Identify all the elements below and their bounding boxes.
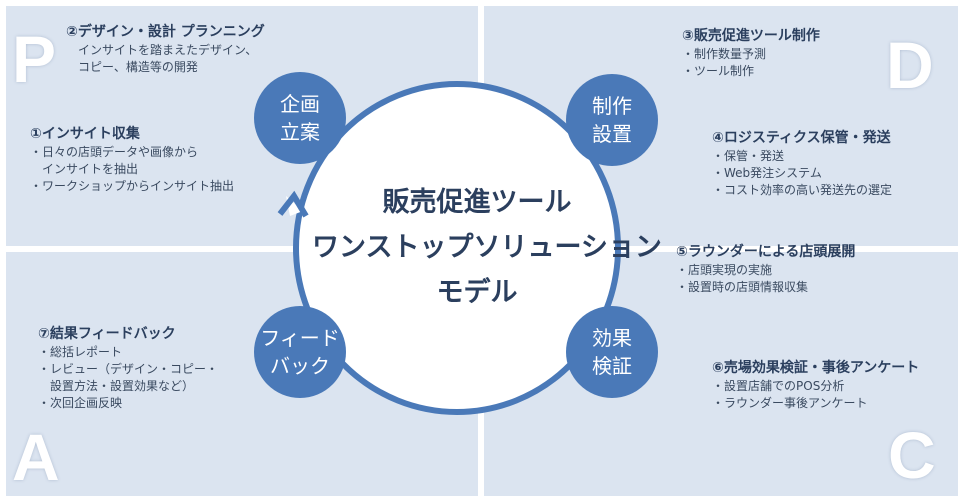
step-logistics-item: 保管・発送 [712, 148, 892, 165]
step-rounder-item: 設置時の店頭情報収集 [676, 279, 855, 296]
node-feedback: フィード バック [254, 306, 346, 398]
step-design-item: コピー、構造等の開発 [78, 60, 198, 74]
step-result-item: レビュー（デザイン・コピー・ [38, 361, 218, 378]
quadrant-letter-a: A [12, 420, 60, 494]
node-plan-line1: 企画 [280, 92, 320, 116]
node-plan: 企画 立案 [254, 72, 346, 164]
step-logistics-title: ④ロジスティクス保管・発送 [712, 130, 891, 146]
center-title-line3: モデル [436, 277, 518, 308]
cycle-ring-circle [293, 81, 621, 415]
step-survey-title: ⑥売場効果検証・事後アンケート [712, 360, 920, 376]
step-logistics-block: ④ロジスティクス保管・発送 保管・発送 Web発注システム コスト効率の高い発送… [712, 128, 892, 199]
step-design-block: ②デザイン・設計 プランニング インサイトを踏まえたデザイン、 コピー、構造等の… [66, 22, 265, 76]
node-feedback-line1: フィード [260, 326, 340, 350]
node-verify: 効果 検証 [566, 306, 658, 398]
step-survey-item: 設置店舗でのPOS分析 [712, 378, 919, 395]
quadrant-letter-d: D [886, 28, 934, 102]
node-make-line1: 制作 [592, 94, 632, 118]
step-survey-item: ラウンダー事後アンケート [712, 395, 919, 412]
step-insight-title: ①インサイト収集 [30, 126, 140, 142]
step-design-item: インサイトを踏まえたデザイン、 [78, 43, 258, 57]
step-logistics-item: コスト効率の高い発送先の選定 [712, 182, 892, 199]
arrow-up-icon [277, 190, 309, 218]
node-plan-line2: 立案 [280, 120, 320, 144]
step-result-item: 次回企画反映 [38, 395, 218, 412]
node-make: 制作 設置 [566, 74, 658, 166]
node-feedback-line2: バック [270, 354, 330, 378]
step-logistics-item: Web発注システム [712, 165, 892, 182]
step-rounder-title: ⑤ラウンダーによる店頭展開 [676, 244, 856, 260]
quadrant-letter-p: P [12, 22, 57, 96]
node-verify-line1: 効果 [592, 326, 632, 350]
step-design-title: ②デザイン・設計 プランニング [66, 24, 265, 40]
step-result-title: ⑦結果フィードバック [38, 326, 176, 342]
node-make-line2: 設置 [592, 122, 632, 146]
center-title-line1: 販売促進ツール [382, 187, 572, 218]
node-verify-line2: 検証 [592, 354, 632, 378]
quadrant-letter-c: C [888, 418, 936, 492]
step-rounder-item: 店頭実現の実施 [676, 262, 855, 279]
step-insight-item: インサイトを抽出 [42, 162, 139, 176]
center-title-line2: ワンストップソリューション [312, 232, 662, 263]
step-insight-block: ①インサイト収集 日々の店頭データや画像から インサイトを抽出 ワークショップか… [30, 124, 234, 195]
step-result-block: ⑦結果フィードバック 総括レポート レビュー（デザイン・コピー・ 設置方法・設置… [38, 324, 218, 412]
step-rounder-block: ⑤ラウンダーによる店頭展開 店頭実現の実施 設置時の店頭情報収集 [676, 242, 855, 296]
step-tool-item: 制作数量予測 [682, 46, 820, 63]
step-insight-item: ワークショップからインサイト抽出 [30, 178, 234, 195]
center-title: 販売促進ツール ワンストップソリューション モデル [312, 180, 662, 315]
step-survey-block: ⑥売場効果検証・事後アンケート 設置店舗でのPOS分析 ラウンダー事後アンケート [712, 358, 919, 412]
step-tool-item: ツール制作 [682, 63, 820, 80]
step-tool-block: ③販売促進ツール制作 制作数量予測 ツール制作 [682, 26, 820, 80]
step-insight-item: 日々の店頭データや画像から [30, 144, 234, 161]
step-result-item: 総括レポート [38, 344, 218, 361]
step-tool-title: ③販売促進ツール制作 [682, 28, 820, 44]
step-result-item: 設置方法・設置効果など） [50, 379, 195, 393]
